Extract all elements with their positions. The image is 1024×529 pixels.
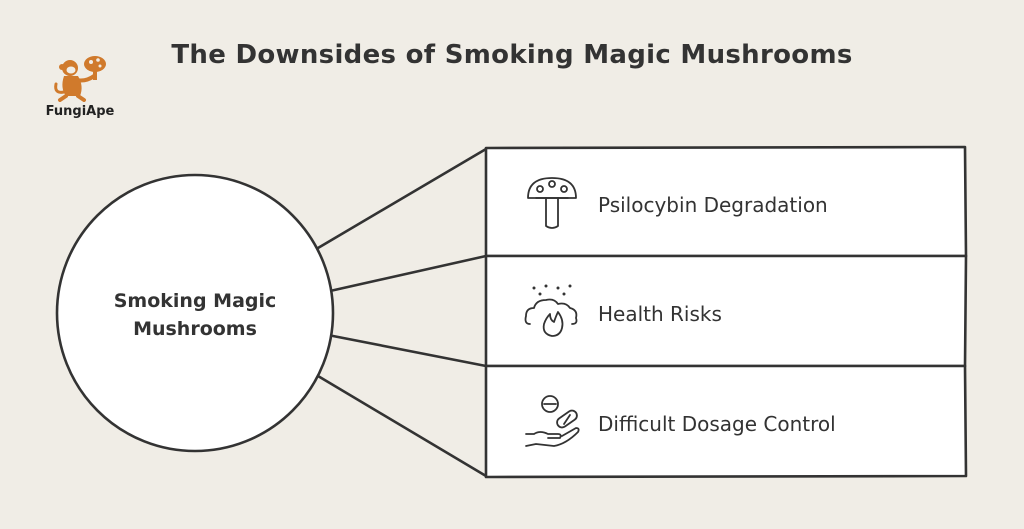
connector-1-top — [316, 147, 488, 250]
logo-text: FungiApe — [45, 104, 115, 119]
item-box-2 — [484, 254, 968, 368]
monkey-with-mushroom-icon — [54, 56, 106, 102]
item-label-1: Psilocybin Degradation — [598, 193, 828, 217]
page-title: The Downsides of Smoking Magic Mushrooms — [171, 40, 853, 70]
smoke-fire-icon — [524, 284, 578, 337]
brand-logo: FungiApe — [44, 52, 116, 119]
connector-1-bottom — [328, 254, 488, 293]
item-label-3: Difficult Dosage Control — [598, 412, 836, 436]
center-label-line2: Mushrooms — [133, 318, 257, 340]
hand-pills-icon — [525, 395, 580, 447]
center-circle — [55, 173, 335, 453]
item-label-2: Health Risks — [598, 302, 722, 326]
connector-3-bottom — [316, 374, 488, 478]
connector-3-top — [331, 334, 488, 368]
item-box-3 — [484, 364, 968, 479]
center-label-line1: Smoking Magic — [114, 290, 277, 312]
mushroom-icon — [527, 177, 577, 229]
